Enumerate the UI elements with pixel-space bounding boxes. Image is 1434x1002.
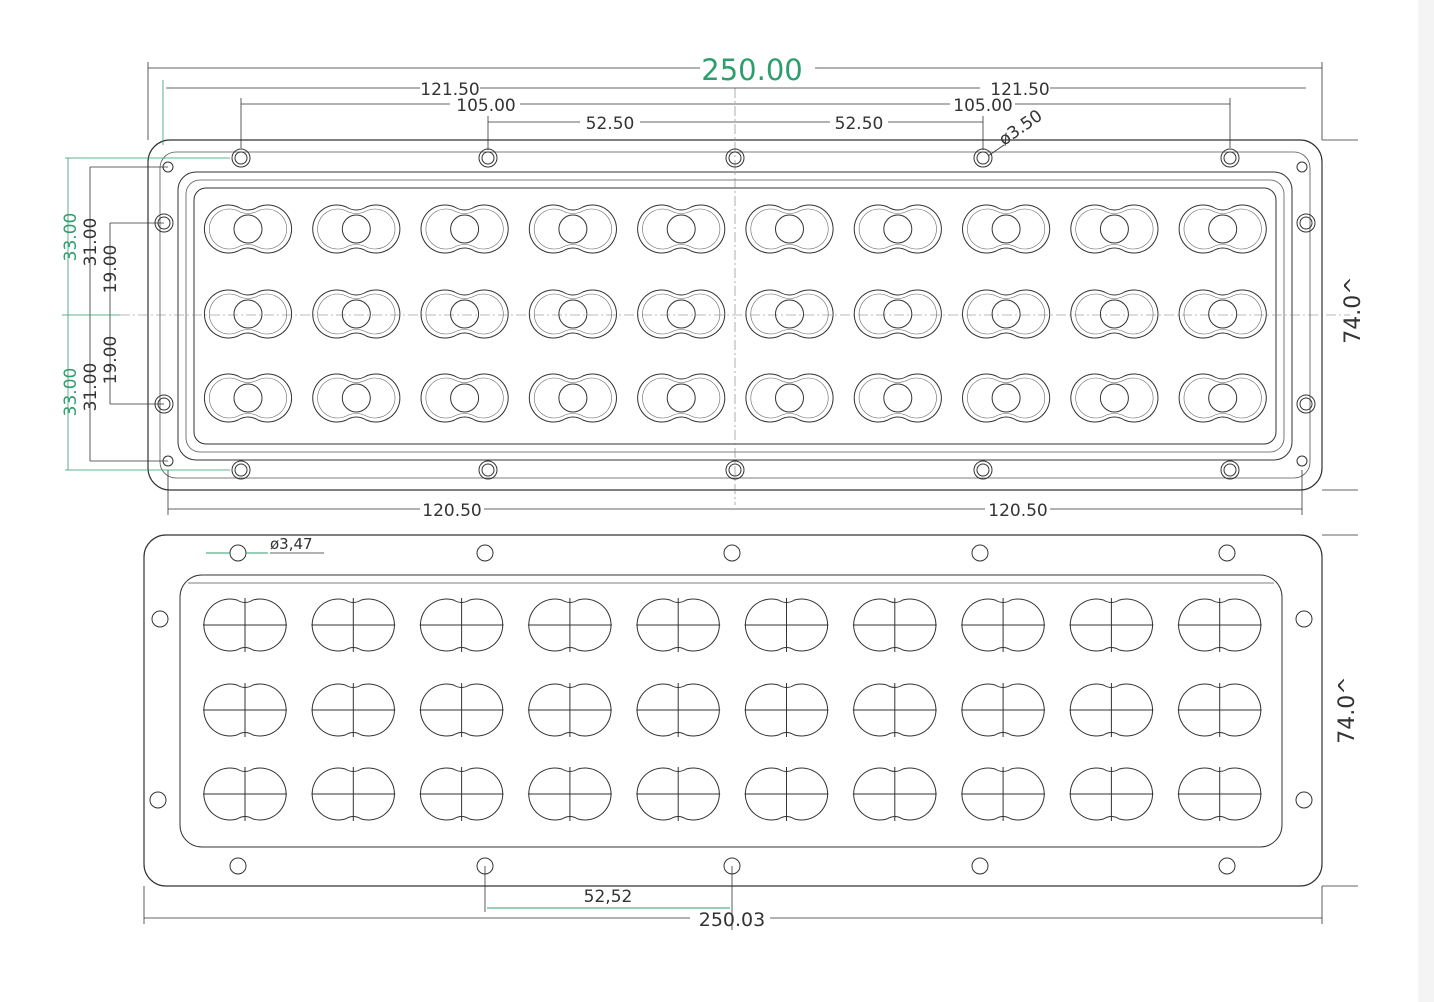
lens	[745, 373, 834, 423]
lens	[960, 682, 1046, 738]
lens	[527, 597, 613, 653]
lens	[420, 373, 509, 423]
lens	[310, 597, 396, 653]
dim-left-hole-span: 105.00	[456, 96, 515, 116]
bottom-plate-outline	[143, 534, 1323, 887]
dim-right-hole-span: 105.00	[953, 96, 1012, 116]
lens	[1068, 682, 1154, 738]
lens	[202, 597, 288, 653]
dim-left-inner-span: 52.50	[586, 114, 635, 134]
lens	[1068, 597, 1154, 653]
lens	[202, 682, 288, 738]
dim-bottom-hole-pitch: 52,52	[584, 887, 633, 907]
lens	[1177, 766, 1263, 822]
dim-left-upper-outer: 33.00	[61, 213, 81, 262]
dim-right-inner-span: 52.50	[835, 114, 884, 134]
dim-bottom-height: 74.0^	[1335, 676, 1360, 743]
lens	[419, 597, 505, 653]
lens	[745, 204, 834, 254]
dim-left-upper-inner: 19.00	[101, 245, 121, 294]
lens	[528, 373, 617, 423]
lens	[419, 682, 505, 738]
scrollbar[interactable]	[1418, 0, 1434, 1002]
lens	[853, 204, 942, 254]
lens	[960, 597, 1046, 653]
lens	[637, 204, 726, 254]
dim-left-upper-mid: 31.00	[81, 218, 101, 267]
lens	[962, 289, 1051, 339]
lens	[1178, 373, 1267, 423]
lens	[745, 289, 834, 339]
lens	[960, 766, 1046, 822]
lens	[852, 766, 938, 822]
lens	[419, 766, 505, 822]
bottom-lens-array	[202, 597, 1263, 822]
dim-bottom-left-span: 120.50	[422, 501, 481, 521]
top-mounting-holes	[154, 148, 1316, 480]
lens	[420, 289, 509, 339]
lens	[635, 682, 721, 738]
lens	[420, 204, 509, 254]
lens	[635, 766, 721, 822]
dim-top-height: 74.0^	[1341, 276, 1366, 343]
dim-left-half-width: 121.50	[420, 80, 479, 100]
dim-bottom-right-span: 120.50	[988, 501, 1047, 521]
lens	[1178, 204, 1267, 254]
lens	[637, 289, 726, 339]
dim-left-lower-outer: 33.00	[61, 368, 81, 417]
lens	[1070, 289, 1159, 339]
dim-right-half-width: 121.50	[990, 80, 1049, 100]
lens	[853, 289, 942, 339]
lens	[1070, 204, 1159, 254]
lens	[744, 766, 829, 822]
lens	[527, 766, 613, 822]
lens	[852, 597, 938, 653]
lens	[962, 204, 1051, 254]
lens	[203, 289, 293, 339]
lens	[635, 597, 721, 653]
lens	[202, 766, 288, 822]
lens	[744, 682, 829, 738]
lens	[1177, 597, 1263, 653]
lens	[637, 373, 726, 423]
lens	[528, 289, 617, 339]
lens	[312, 204, 401, 254]
lens	[852, 682, 938, 738]
dim-overall-width: 250.00	[701, 53, 802, 87]
top-lens-array	[203, 204, 1267, 423]
top-view: 250.00 121.50 121.50 105.00 105.00 52.50…	[61, 53, 1366, 521]
top-lens-area	[193, 187, 1277, 445]
lens	[528, 204, 617, 254]
lens	[1068, 766, 1154, 822]
lens	[1177, 682, 1263, 738]
lens	[853, 373, 942, 423]
dim-bottom-hole-diameter: ø3,47	[270, 535, 313, 553]
lens	[527, 682, 613, 738]
lens	[312, 289, 401, 339]
lens	[203, 373, 293, 423]
dim-left-lower-mid: 31.00	[81, 363, 101, 412]
dim-left-lower-inner: 19.00	[101, 336, 121, 385]
top-dimension-lines	[89, 62, 1358, 515]
lens	[310, 766, 396, 822]
lens	[203, 204, 293, 254]
lens	[1178, 289, 1267, 339]
dim-bottom-overall-width: 250.03	[699, 909, 765, 931]
lens	[310, 682, 396, 738]
bottom-view: ø3,47 52,52 250.03 74.0^	[143, 534, 1360, 931]
lens	[962, 373, 1051, 423]
lens	[312, 373, 401, 423]
lens	[1070, 373, 1159, 423]
lens	[744, 597, 829, 653]
